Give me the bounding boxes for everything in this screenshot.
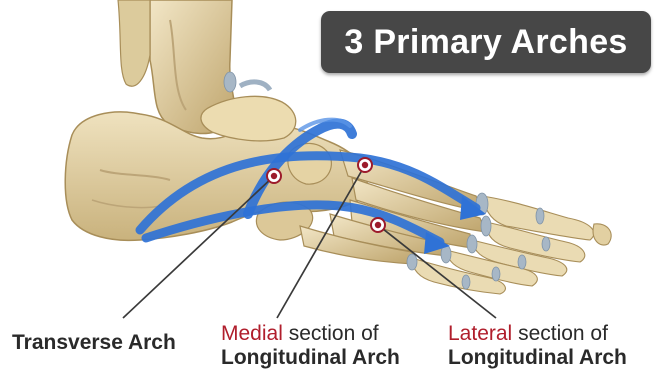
page-title: 3 Primary Arches [344, 23, 627, 62]
label-lateral-rest: section of [518, 322, 608, 345]
label-medial-rest: section of [289, 322, 379, 345]
label-lateral-longitudinal: Lateral section of Longitudinal Arch [448, 322, 627, 370]
label-lateral-line2: Longitudinal Arch [448, 346, 627, 370]
label-lateral-line1: Lateral section of [448, 322, 627, 346]
title-badge: 3 Primary Arches [321, 11, 651, 73]
label-medial-highlight: Medial [221, 322, 283, 345]
label-medial-line2: Longitudinal Arch [221, 346, 400, 370]
label-medial-line1: Medial section of [221, 322, 400, 346]
label-medial-longitudinal: Medial section of Longitudinal Arch [221, 322, 400, 370]
marker-lateral [371, 218, 385, 232]
label-transverse-arch: Transverse Arch [12, 331, 176, 355]
label-lateral-highlight: Lateral [448, 322, 512, 345]
label-transverse-text: Transverse Arch [12, 331, 176, 354]
marker-transverse [267, 169, 281, 183]
marker-medial [358, 158, 372, 172]
